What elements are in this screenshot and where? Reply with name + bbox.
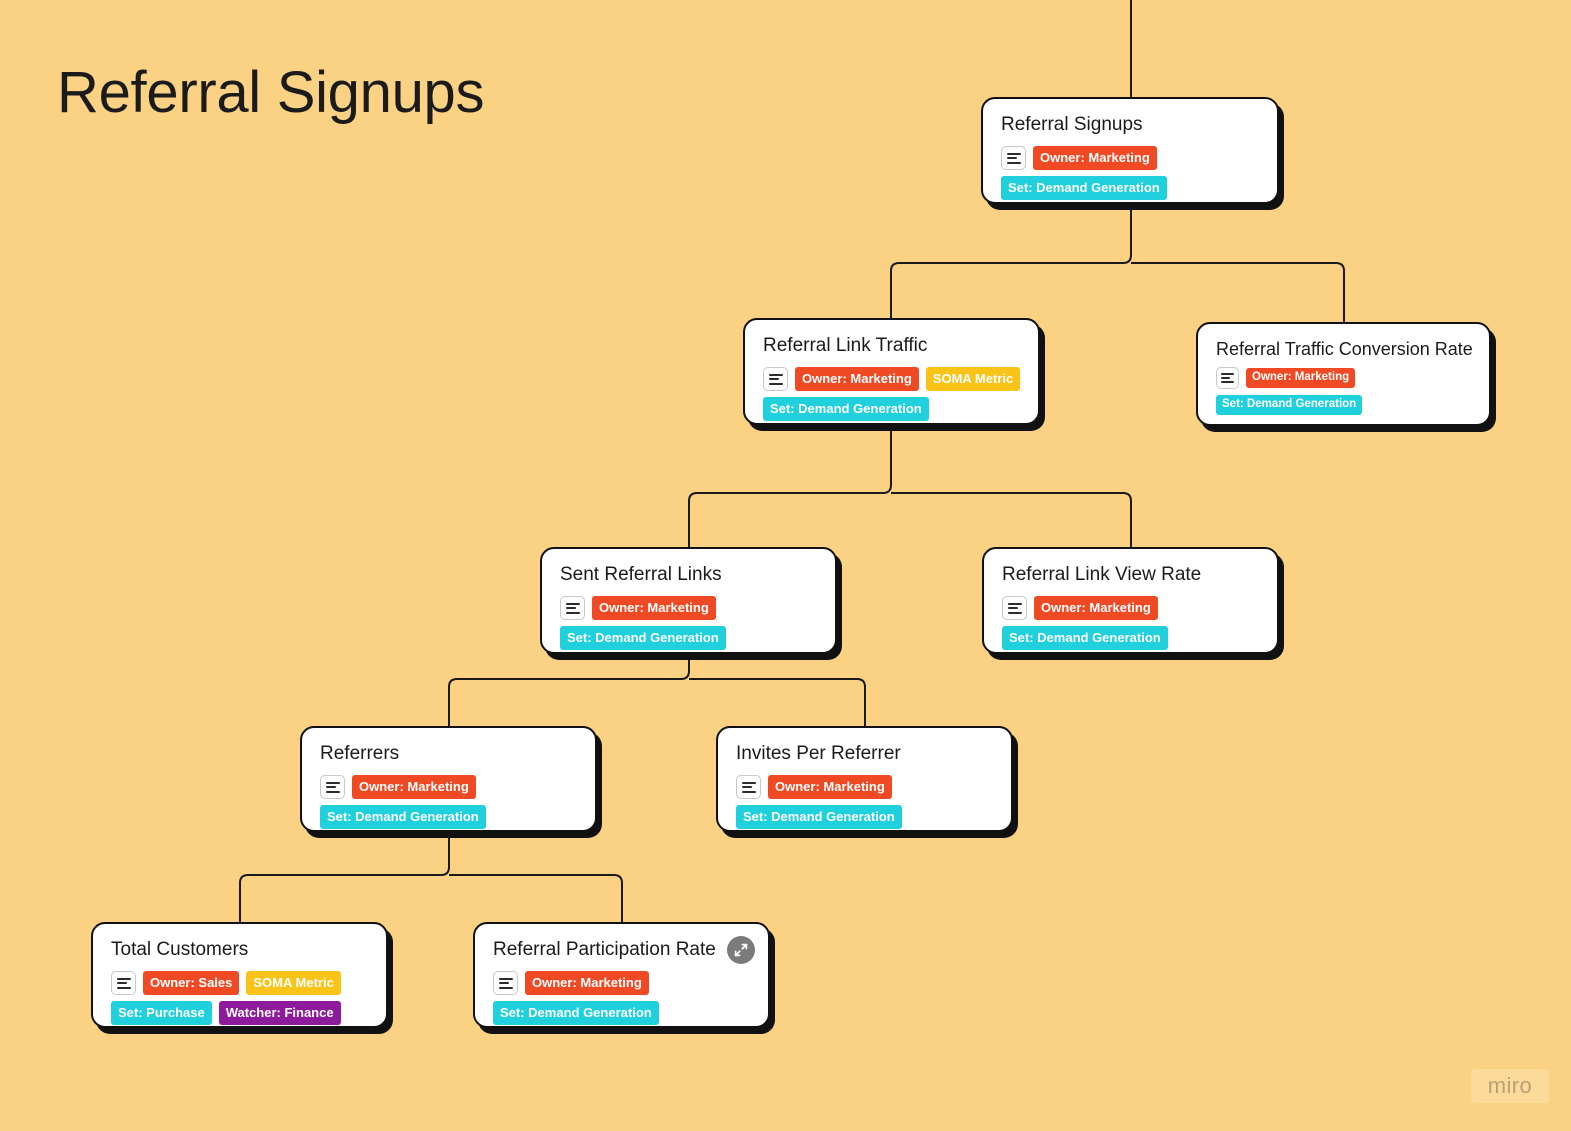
card-tag-row-2: Set: Demand Generation — [320, 805, 579, 829]
owner-tag[interactable]: Owner: Marketing — [1246, 368, 1356, 388]
expand-icon[interactable] — [727, 936, 755, 964]
card-title: Total Customers — [111, 939, 249, 960]
card-tag-row-1: Owner: Marketing — [1001, 146, 1261, 170]
connector-link-traffic-to-view-rate — [890, 492, 1132, 547]
metric-tag[interactable]: SOMA Metric — [246, 971, 341, 995]
owner-tag[interactable]: Owner: Sales — [143, 971, 240, 995]
connector-signups-to-conversion-rate — [1131, 262, 1345, 322]
card-total-customers[interactable]: Total Customers Owner: Sales SOMA Metric… — [91, 922, 388, 1028]
card-referral-traffic-conversion-rate[interactable]: Referral Traffic Conversion Rate Owner: … — [1196, 322, 1491, 426]
card-tag-row-1: Owner: Marketing — [493, 971, 752, 995]
card-tag-row-2: Set: Demand Generation — [493, 1001, 752, 1025]
owner-tag[interactable]: Owner: Marketing — [795, 367, 919, 391]
card-title: Referral Signups — [1001, 114, 1143, 135]
card-tag-row-1: Owner: Marketing — [320, 775, 579, 799]
owner-tag[interactable]: Owner: Marketing — [768, 775, 892, 799]
connector-signups-to-link-traffic — [890, 204, 1132, 318]
connector-referrers-to-participation-rate — [449, 874, 623, 922]
set-tag[interactable]: Set: Demand Generation — [1002, 626, 1168, 650]
notes-icon[interactable] — [560, 596, 585, 620]
card-tag-row-2: Set: Demand Generation — [1002, 626, 1261, 650]
owner-tag[interactable]: Owner: Marketing — [352, 775, 476, 799]
board-title: Referral Signups — [57, 60, 485, 125]
card-referrers[interactable]: Referrers Owner: Marketing Set: Demand G… — [300, 726, 597, 832]
notes-icon[interactable] — [736, 775, 761, 799]
card-title: Referral Link Traffic — [763, 335, 928, 356]
connector-referrers-to-total-customers — [239, 832, 450, 922]
notes-icon[interactable] — [1001, 146, 1026, 170]
connector-sent-links-to-invites — [689, 678, 866, 726]
card-tag-row-2: Set: Demand Generation — [736, 805, 995, 829]
owner-tag[interactable]: Owner: Marketing — [1034, 596, 1158, 620]
notes-icon[interactable] — [1216, 367, 1239, 389]
card-tag-row-1: Owner: Marketing — [1216, 367, 1473, 389]
owner-tag[interactable]: Owner: Marketing — [1033, 146, 1157, 170]
set-tag[interactable]: Set: Demand Generation — [763, 397, 929, 421]
set-tag[interactable]: Set: Demand Generation — [560, 626, 726, 650]
connector-link-traffic-to-sent-links — [688, 424, 892, 547]
connector-sent-links-to-referrers — [448, 653, 690, 726]
owner-tag[interactable]: Owner: Marketing — [592, 596, 716, 620]
set-tag[interactable]: Set: Demand Generation — [493, 1001, 659, 1025]
card-title: Invites Per Referrer — [736, 743, 901, 764]
miro-watermark: miro — [1471, 1069, 1549, 1103]
metric-tag[interactable]: SOMA Metric — [925, 367, 1021, 391]
notes-icon[interactable] — [493, 971, 518, 995]
set-tag[interactable]: Set: Demand Generation — [320, 805, 486, 829]
card-title: Referral Participation Rate — [493, 939, 716, 960]
notes-icon[interactable] — [1002, 596, 1027, 620]
card-tag-row-2: Set: Demand Generation — [763, 397, 1022, 421]
set-tag[interactable]: Set: Demand Generation — [1216, 395, 1363, 415]
card-tag-row-2: Set: Purchase Watcher: Finance — [111, 1001, 370, 1025]
card-tag-row-2: Set: Demand Generation — [560, 626, 819, 650]
notes-icon[interactable] — [320, 775, 345, 799]
card-tag-row-1: Owner: Sales SOMA Metric — [111, 971, 370, 995]
set-tag[interactable]: Set: Demand Generation — [736, 805, 902, 829]
card-referral-participation-rate[interactable]: Referral Participation Rate Owner: Marke… — [473, 922, 770, 1028]
set-tag[interactable]: Set: Purchase — [111, 1001, 212, 1025]
card-tag-row-1: Owner: Marketing — [736, 775, 995, 799]
card-title: Referral Traffic Conversion Rate — [1216, 339, 1473, 359]
card-referral-link-traffic[interactable]: Referral Link Traffic Owner: Marketing S… — [743, 318, 1040, 425]
card-tag-row-1: Owner: Marketing — [560, 596, 819, 620]
card-tag-row-2: Set: Demand Generation — [1001, 176, 1261, 200]
card-tag-row-1: Owner: Marketing — [1002, 596, 1261, 620]
set-tag[interactable]: Set: Demand Generation — [1001, 176, 1167, 200]
owner-tag[interactable]: Owner: Marketing — [525, 971, 649, 995]
card-invites-per-referrer[interactable]: Invites Per Referrer Owner: Marketing Se… — [716, 726, 1013, 832]
card-title: Referral Link View Rate — [1002, 564, 1202, 585]
notes-icon[interactable] — [763, 367, 788, 391]
notes-icon[interactable] — [111, 971, 136, 995]
card-referral-signups[interactable]: Referral Signups Owner: Marketing Set: D… — [981, 97, 1279, 204]
card-tag-row-1: Owner: Marketing SOMA Metric — [763, 367, 1022, 391]
card-tag-row-2: Set: Demand Generation — [1216, 395, 1473, 415]
card-referral-link-view-rate[interactable]: Referral Link View Rate Owner: Marketing… — [982, 547, 1279, 654]
card-title: Referrers — [320, 743, 400, 764]
card-sent-referral-links[interactable]: Sent Referral Links Owner: Marketing Set… — [540, 547, 837, 654]
card-title: Sent Referral Links — [560, 564, 722, 585]
watcher-tag[interactable]: Watcher: Finance — [218, 1001, 341, 1025]
